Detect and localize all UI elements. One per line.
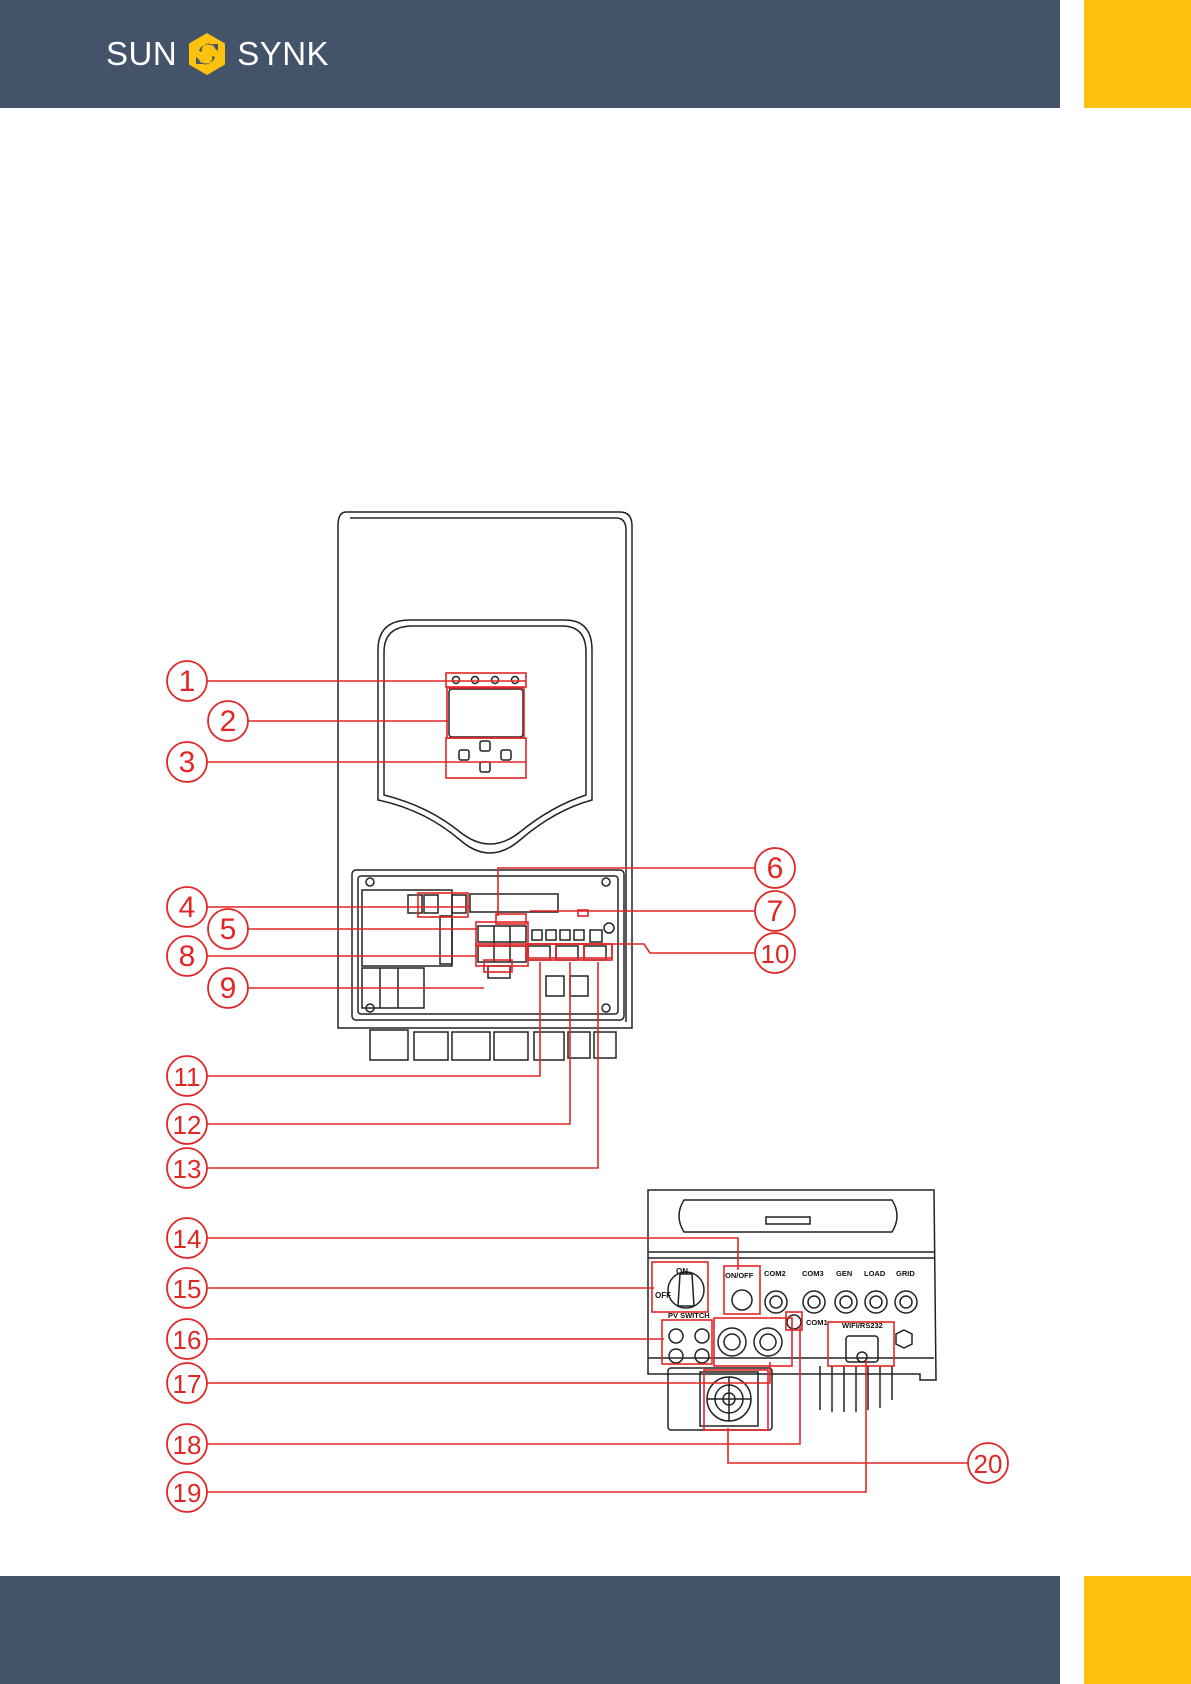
callout-leader-line-17	[207, 1362, 770, 1383]
callout-number-5: 5	[220, 913, 237, 946]
grid-label: GRID	[896, 1269, 915, 1278]
callout-leader-line-14	[207, 1238, 738, 1270]
callout-number-7: 7	[767, 895, 784, 928]
callout-number-4: 4	[179, 891, 196, 924]
switch-off-label: OFF	[655, 1291, 671, 1300]
callout-number-1: 1	[179, 665, 196, 698]
callout-number-6: 6	[767, 852, 784, 885]
callout-leader-line-12	[207, 962, 570, 1124]
callout-number-2: 2	[220, 705, 237, 738]
callout-number-20: 20	[974, 1449, 1003, 1479]
callout-number-13: 13	[173, 1154, 202, 1184]
switch-on-label: ON	[676, 1267, 688, 1276]
callout-number-19: 19	[173, 1478, 202, 1508]
inverter-front-view	[338, 512, 632, 1060]
inverter-bottom-view	[648, 1190, 936, 1430]
callout-number-12: 12	[173, 1110, 202, 1140]
callout-number-8: 8	[179, 940, 196, 973]
callout-number-15: 15	[173, 1274, 202, 1304]
callout-number-10: 10	[761, 939, 790, 969]
callout-number-3: 3	[179, 746, 196, 779]
load-label: LOAD	[864, 1269, 886, 1278]
callout-number-16: 16	[173, 1325, 202, 1355]
callout-leader-line-20	[728, 1428, 968, 1463]
callout-highlight-1	[446, 673, 526, 687]
footer-accent-block	[1084, 1576, 1191, 1684]
callout-leader-line-19	[207, 1360, 866, 1492]
gen-label: GEN	[836, 1269, 852, 1278]
callout-number-11: 11	[174, 1062, 201, 1092]
callout-highlight-2	[447, 688, 524, 738]
com3-label: COM3	[802, 1269, 824, 1278]
on-off-label: ON/OFF	[725, 1271, 754, 1280]
com1-label: COM1	[806, 1318, 828, 1327]
footer-bar	[0, 1576, 1060, 1684]
callout-number-9: 9	[220, 972, 237, 1005]
callout-number-17: 17	[173, 1369, 202, 1399]
callout-number-18: 18	[173, 1430, 202, 1460]
com2-label: COM2	[764, 1269, 786, 1278]
callout-highlight-17	[714, 1318, 792, 1366]
callout-number-14: 14	[173, 1224, 202, 1254]
